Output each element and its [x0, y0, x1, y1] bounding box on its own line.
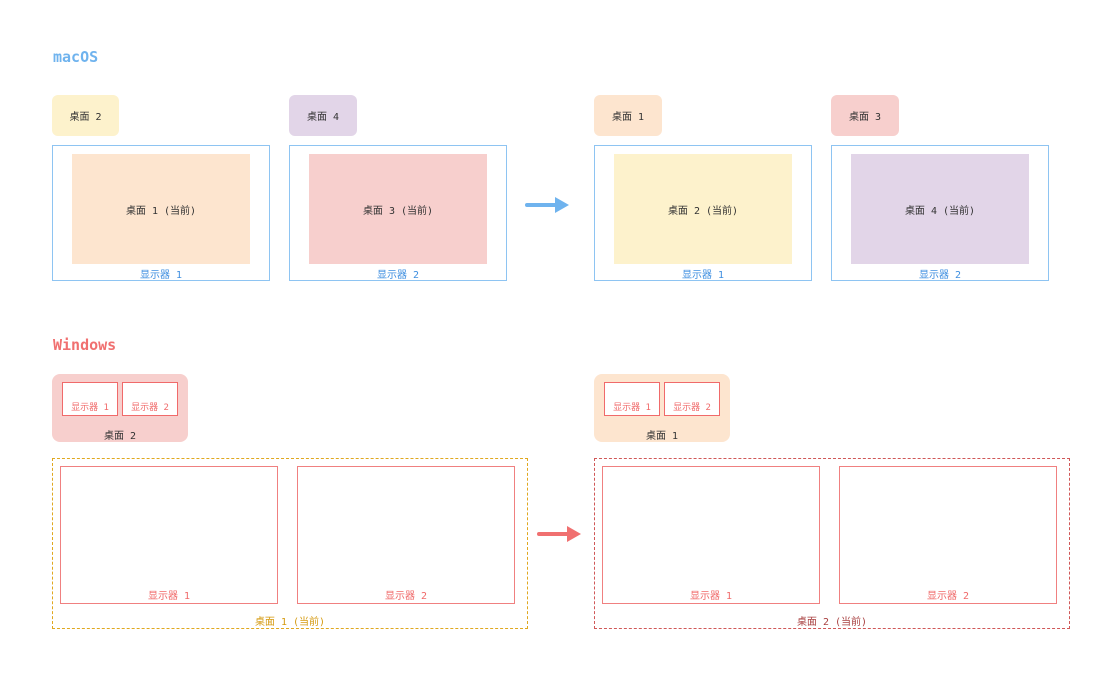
windows-after-mini-monitor-2: 显示器 2 [664, 382, 720, 416]
macos-title: macOS [53, 48, 99, 66]
windows-before-monitor-2: 显示器 2 [297, 466, 515, 604]
macos-after-desktop-2-current: 桌面 2 (当前) [614, 154, 792, 264]
windows-after-monitor-2: 显示器 2 [839, 466, 1057, 604]
windows-after-monitor-1: 显示器 1 [602, 466, 820, 604]
macos-transition-arrow-icon [525, 197, 569, 213]
windows-after-monitor-2-label: 显示器 2 [926, 591, 970, 602]
macos-before-monitor-2: 桌面 3 (当前) 显示器 2 [289, 145, 507, 281]
windows-after-desktop-2-current: 显示器 1 显示器 2 桌面 2 (当前) [594, 458, 1070, 629]
windows-before-mini-monitor-2: 显示器 2 [122, 382, 178, 416]
macos-before-tag-desktop-4: 桌面 4 [289, 95, 357, 136]
macos-after-monitor-2: 桌面 4 (当前) 显示器 2 [831, 145, 1049, 281]
windows-before-desktop-1-current: 显示器 1 显示器 2 桌面 1 (当前) [52, 458, 528, 629]
macos-after-monitor-1-label: 显示器 1 [681, 270, 725, 281]
macos-before-desktop-3-current: 桌面 3 (当前) [309, 154, 487, 264]
macos-before-monitor-1-label: 显示器 1 [139, 270, 183, 281]
windows-after-group-label: 桌面 1 [645, 431, 679, 442]
windows-after-monitor-1-label: 显示器 1 [689, 591, 733, 602]
windows-after-mini-monitor-1: 显示器 1 [604, 382, 660, 416]
windows-after-desktop-1-group: 显示器 1 显示器 2 桌面 1 [594, 374, 730, 442]
macos-after-tag-desktop-3: 桌面 3 [831, 95, 899, 136]
windows-after-desktop-caption: 桌面 2 (当前) [796, 617, 868, 628]
macos-before-monitor-1: 桌面 1 (当前) 显示器 1 [52, 145, 270, 281]
macos-before-tag-desktop-2: 桌面 2 [52, 95, 119, 136]
macos-after-monitor-2-label: 显示器 2 [918, 270, 962, 281]
windows-title: Windows [53, 336, 117, 354]
windows-before-monitor-1: 显示器 1 [60, 466, 278, 604]
macos-after-monitor-1: 桌面 2 (当前) 显示器 1 [594, 145, 812, 281]
windows-before-monitor-2-label: 显示器 2 [384, 591, 428, 602]
macos-before-monitor-2-label: 显示器 2 [376, 270, 420, 281]
windows-before-desktop-caption: 桌面 1 (当前) [254, 617, 326, 628]
windows-transition-arrow-icon [537, 526, 581, 542]
macos-after-desktop-4-current: 桌面 4 (当前) [851, 154, 1029, 264]
macos-after-tag-desktop-1: 桌面 1 [594, 95, 662, 136]
windows-before-desktop-2-group: 显示器 1 显示器 2 桌面 2 [52, 374, 188, 442]
windows-before-group-label: 桌面 2 [103, 431, 137, 442]
windows-before-mini-monitor-1: 显示器 1 [62, 382, 118, 416]
windows-before-monitor-1-label: 显示器 1 [147, 591, 191, 602]
macos-before-desktop-1-current: 桌面 1 (当前) [72, 154, 250, 264]
